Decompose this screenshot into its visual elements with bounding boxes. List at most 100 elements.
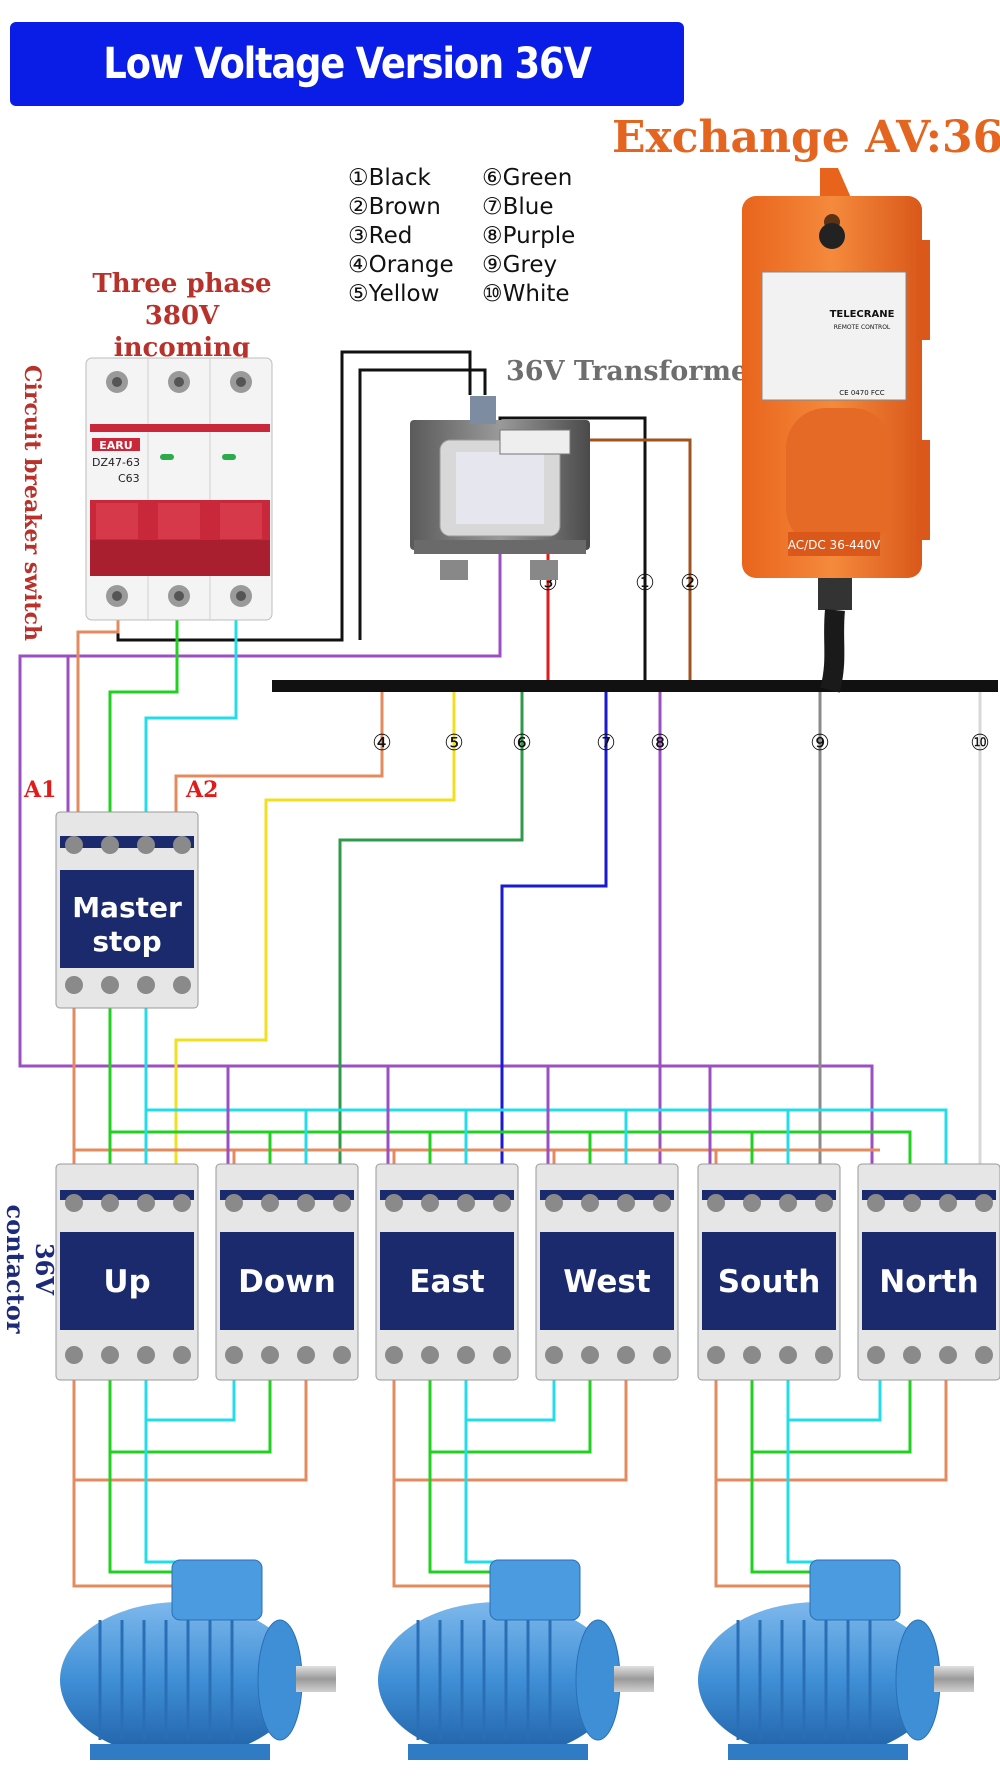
legend-item: ①Black <box>348 165 431 191</box>
master-label-line-2: stop <box>92 925 161 958</box>
terminal-screw <box>297 1346 315 1364</box>
terminal-screw <box>707 1194 725 1212</box>
marker-2: ② <box>680 571 700 596</box>
motor-end-cap <box>257 1619 303 1741</box>
marker-5: ⑤ <box>444 731 464 756</box>
contactor-label-plate <box>540 1232 674 1330</box>
terminal-screw <box>137 1194 155 1212</box>
marker-4: ④ <box>372 731 392 756</box>
contactor-label: South <box>718 1264 821 1300</box>
motor-feet <box>90 1744 270 1760</box>
wire-green-breaker <box>108 605 179 820</box>
terminal-screw <box>101 1346 119 1364</box>
terminal-screw <box>65 1346 83 1364</box>
terminal-screw <box>297 1194 315 1212</box>
breaker-brand: EARU <box>99 439 132 452</box>
contactor-top-strip <box>862 1190 996 1200</box>
wire-purple-xfmr <box>18 440 874 1170</box>
terminal-screw <box>493 1346 511 1364</box>
contactor-top-strip <box>220 1190 354 1200</box>
wire-cyan-drops <box>304 1110 790 1170</box>
wire-green-master-out <box>108 995 912 1170</box>
motor-row <box>60 1559 974 1760</box>
contactor-label-plate <box>862 1232 996 1330</box>
contactor-label: Down <box>238 1264 336 1300</box>
terminal-screw <box>173 1346 191 1364</box>
terminal-screw <box>225 1346 243 1364</box>
terminal-screw <box>867 1194 885 1212</box>
terminal-screw <box>385 1346 403 1364</box>
terminal-screw <box>493 1194 511 1212</box>
terminal-screw <box>173 1194 191 1212</box>
terminal-screw <box>225 1194 243 1212</box>
terminal-screw <box>333 1346 351 1364</box>
master-top-terminals <box>65 836 191 854</box>
wire-motor-2-green <box>428 1372 592 1574</box>
contactor-west: West <box>535 1163 679 1381</box>
contactor-top-strip <box>380 1190 514 1200</box>
exchange-voltage-label: Exchange AV:36V <box>612 112 1000 163</box>
master-bottom-terminals <box>65 976 191 994</box>
motor-terminal-box <box>489 1559 581 1621</box>
receiver-certs: CE 0470 FCC <box>839 389 884 397</box>
contactor-label: West <box>563 1264 651 1300</box>
contactor-label-plate <box>220 1232 354 1330</box>
marker-7: ⑦ <box>596 731 616 756</box>
terminal-screw <box>617 1194 635 1212</box>
terminal-screw <box>779 1194 797 1212</box>
wire-cyan-breaker <box>144 605 238 820</box>
wire-brown-2 <box>548 438 692 685</box>
contactor-east: East <box>375 1163 519 1381</box>
title-banner: Low Voltage Version 36V Receiver <box>10 22 684 173</box>
terminal-screw <box>101 1194 119 1212</box>
motor-1 <box>60 1559 336 1760</box>
contactor-north: North <box>857 1163 1000 1381</box>
motor-body <box>698 1602 938 1758</box>
terminal-screw <box>779 1346 797 1364</box>
wire-black-breaker-xfmr-b <box>358 368 487 640</box>
terminal-screw <box>743 1194 761 1212</box>
motor-shaft <box>296 1666 336 1692</box>
terminal-screw <box>653 1194 671 1212</box>
wire-yellow-5 <box>174 685 456 1170</box>
motor-feet <box>728 1744 908 1760</box>
terminal-screw <box>545 1194 563 1212</box>
wire-green-6 <box>338 685 524 1170</box>
terminal-screw <box>939 1194 957 1212</box>
wire-motor-2-cyan <box>464 1372 556 1564</box>
contactor-label-plate <box>60 1232 194 1330</box>
legend-item: ③Red <box>348 223 413 249</box>
terminal-screw <box>707 1346 725 1364</box>
terminal-screw <box>617 1346 635 1364</box>
motor-shaft <box>614 1666 654 1692</box>
terminal-screw <box>975 1346 993 1364</box>
terminal-screw <box>457 1194 475 1212</box>
motor-body <box>378 1602 618 1758</box>
incoming-line-1: Three phase 380V <box>92 269 272 331</box>
terminal-screw <box>581 1346 599 1364</box>
motor-3 <box>698 1559 974 1760</box>
wire-markers: ③ ① ② ④ ⑤ ⑥ ⑦ ⑧ ⑨ ⑩ <box>372 571 990 756</box>
legend-item: ⑨Grey <box>482 252 558 278</box>
marker-6: ⑥ <box>512 731 532 756</box>
terminal-screw <box>653 1346 671 1364</box>
wire-orange-4 <box>174 685 384 820</box>
circuit-breaker: EARU DZ47-63 C63 <box>85 357 273 621</box>
legend-item: ⑤Yellow <box>348 281 440 307</box>
terminal-screw <box>333 1194 351 1212</box>
receiver-subtitle: REMOTE CONTROL <box>834 324 891 331</box>
a1-label: A1 <box>24 777 57 803</box>
breaker-model: DZ47-63 <box>92 456 140 469</box>
terminal-screw <box>815 1346 833 1364</box>
terminal-screw <box>457 1346 475 1364</box>
contactor-label: North <box>879 1264 978 1300</box>
legend-item: ②Brown <box>348 194 441 220</box>
terminal-screw <box>137 1346 155 1364</box>
wire-orange-master-out <box>72 995 880 1170</box>
wire-legend-col-2: ⑥Green ⑦Blue ⑧Purple ⑨Grey ⑩White <box>482 164 575 309</box>
a2-label: A2 <box>186 777 219 803</box>
terminal-screw <box>867 1346 885 1364</box>
motor-terminal-box <box>809 1559 901 1621</box>
contactor-down: Down <box>215 1163 359 1381</box>
